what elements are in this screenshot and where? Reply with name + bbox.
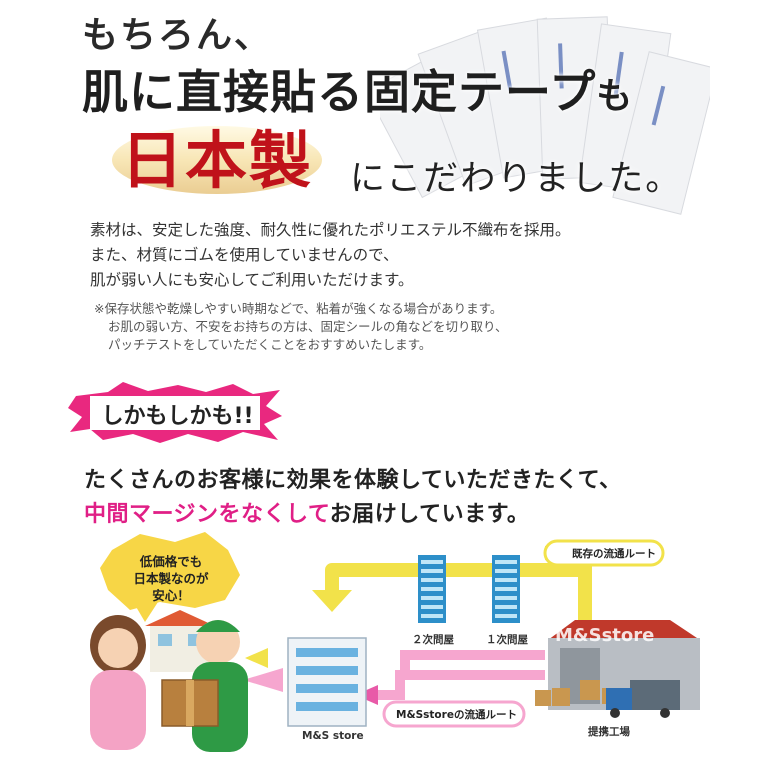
material-description: 素材は、安定した強度、耐久性に優れたポリエステル不織布を採用。 また、材質にゴム… [90,218,571,293]
bubble-line-1: 低価格でも [139,554,203,569]
heading-committed: にこだわりました。 [350,159,683,199]
store-route-arrow [370,650,545,700]
existing-route-label-bg [543,539,665,567]
watermark: M&Sstore [555,625,655,646]
material-line-2: また、材質にゴムを使用していませんので、 [90,246,399,264]
note-line-3: パッチテストをしていただくことをおすすめいたします。 [108,337,432,352]
secondary-wholesaler-label: ２次問屋 [412,634,454,646]
burst-shape [68,382,282,443]
store-route-label: M&Sstoreの流通ルート [396,709,517,721]
existing-route-label: 既存の流通ルート [572,548,656,560]
primary-wholesaler-label: １次問屋 [486,634,528,646]
heading-tape: 肌に直接貼る固定テープも [82,56,633,122]
note-line-2: お肌の弱い方、不安をお持ちの方は、固定シールの角などを切り取り、 [108,319,508,334]
made-in-japan-badge-bg [112,126,322,194]
lead-line-1: たくさんのお客様に効果を体験していただきたくて、 [84,468,622,493]
existing-route-arrow [325,546,592,650]
store-to-customer-arrow [245,648,268,668]
store-route-label-bg [382,700,526,728]
heading-tape-main: 肌に直接貼る固定テープ [82,65,597,119]
lead-highlight: 中間マージンをなくして [84,502,330,527]
store-label: M&S store [302,730,364,742]
bubble-line-3: 安心！ [152,588,190,603]
lead-line-2-rest: お届けしています。 [329,502,530,527]
tape-packets-image [380,16,710,215]
existing-route-arrowhead [312,590,352,612]
material-line-3: 肌が弱い人にも安心してご利用いただけます。 [90,271,414,289]
primary-wholesaler-building [492,555,520,623]
distribution-diagram [90,532,700,752]
lead-line-2: 中間マージンをなくしてお届けしています。 [84,496,529,528]
caution-note: ※保存状態や乾燥しやすい時期などで、粘着が強くなる場合があります。 お肌の弱い方… [94,300,508,354]
store-building [287,637,367,727]
parcel-box [161,679,219,727]
factory-building [535,620,700,718]
bubble-text: 低価格でも 日本製なのが 安心！ [112,553,230,604]
bubble-line-2: 日本製なのが [133,571,209,586]
secondary-wholesaler-building [418,555,446,623]
note-line-1: ※保存状態や乾燥しやすい時期などで、粘着が強くなる場合があります。 [94,301,503,316]
store-to-customer-pink-arrow [243,668,283,692]
customer-woman [90,615,146,750]
material-line-1: 素材は、安定した強度、耐久性に優れたポリエステル不織布を採用。 [90,221,571,239]
burst-text: しかもしかも!! [101,404,254,429]
factory-label: 提携工場 [588,726,630,738]
heading-of-course: もちろん、 [82,15,273,56]
made-in-japan-badge: 日本製 [120,124,313,197]
speech-bubble [100,532,240,622]
heading-tape-suffix: も [596,76,634,117]
